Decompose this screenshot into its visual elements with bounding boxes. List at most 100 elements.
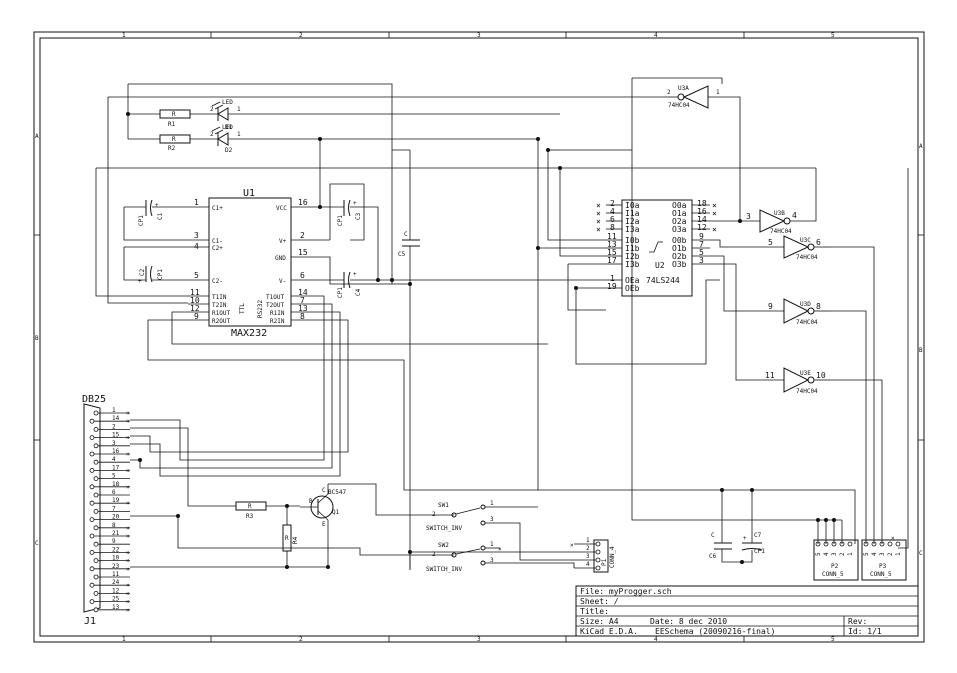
- connector-ref: P3: [879, 563, 887, 570]
- db25-pin: [93, 459, 99, 465]
- u1-pin-num: 12: [190, 304, 200, 313]
- title-sheet: Sheet: /: [580, 597, 619, 606]
- db25-pin-number: 22: [112, 546, 120, 553]
- inverter-value: 74HC04: [668, 102, 690, 109]
- led-ref: D1: [225, 124, 233, 131]
- inverter-out-pin: 8: [816, 302, 821, 311]
- inverter-out-pin: 10: [816, 371, 826, 380]
- resistor-r1[interactable]: R R1: [159, 109, 191, 128]
- db25-pin: [93, 426, 99, 432]
- connector-pin: 3: [879, 552, 886, 556]
- no-connect-mark: ×: [126, 467, 130, 474]
- u1-pin-name: R2IN: [270, 318, 285, 325]
- no-connect-mark: ×: [712, 201, 717, 210]
- inverter-u3b[interactable]: U3B 74HC04 3 4: [740, 209, 808, 235]
- resistor-r4[interactable]: R R4: [282, 524, 299, 552]
- inverter-u3d[interactable]: U3D 74HC04 9 8: [740, 298, 830, 326]
- u1-pin-name: V+: [279, 238, 287, 245]
- u2-pin-num: 2: [610, 199, 615, 208]
- frame-col-4-top: 4: [654, 32, 658, 39]
- connector-p3[interactable]: 5 4 3 2 1 P3 CONN_5 ×: [861, 535, 907, 581]
- connector-db25[interactable]: DB25 J1 1×14×215×316×417×518×619×7208×21…: [82, 394, 130, 627]
- resistor-r2[interactable]: R R2: [159, 134, 191, 152]
- db25-pin-number: 2: [112, 423, 116, 430]
- connector-pin: 3: [586, 553, 590, 560]
- connector-ref: P1: [601, 558, 608, 566]
- connector-pin: 3: [831, 552, 838, 556]
- capacitor-plus: +: [353, 271, 357, 278]
- inverter-u3c[interactable]: U3C 74HC04 5 6: [740, 235, 830, 261]
- switch-sw1[interactable]: SW1 SWITCH_INV 2 1 3: [426, 500, 505, 532]
- inverter-u3a[interactable]: U3A 74HC04 1 2: [665, 85, 728, 109]
- transistor-q1[interactable]: BC547 Q1 B C E: [300, 484, 346, 530]
- db25-pin: [89, 467, 95, 473]
- no-connect-mark: ×: [126, 525, 130, 532]
- resistor-value: R: [172, 111, 176, 118]
- resistor-ref: R2: [168, 145, 176, 152]
- connector-value: CONN_4: [609, 546, 616, 568]
- capacitor-c2[interactable]: + C2 CP1: [138, 265, 164, 285]
- connector-ref: P2: [831, 563, 839, 570]
- capacitor-plus: +: [743, 535, 747, 542]
- capacitor-c7[interactable]: + C7 CP1: [741, 532, 765, 555]
- u1-pin-name: R1IN: [270, 310, 285, 317]
- u2-pin-num: 9: [699, 232, 704, 241]
- capacitor-c4[interactable]: + C4 CP1: [337, 271, 362, 298]
- capacitor-ref: C5: [398, 251, 406, 258]
- db25-pins: 1×14×215×316×417×518×619×7208×21×922×10×…: [89, 407, 130, 614]
- u2-value: 74LS244: [646, 276, 680, 285]
- inverter-value: 74HC04: [796, 254, 818, 261]
- u1-ref: U1: [243, 188, 255, 199]
- capacitor-plus: +: [353, 200, 357, 207]
- u1-pin-num: 14: [298, 288, 308, 297]
- resistor-r3[interactable]: R R3: [235, 501, 267, 520]
- resistor-value: R: [285, 535, 289, 542]
- capacitor-c3[interactable]: + C3 CP1: [337, 199, 362, 226]
- connector-pin: 4: [823, 552, 830, 556]
- db25-pin: [93, 410, 99, 416]
- u2-74ls244[interactable]: U2 74LS244 2 I0a 4 I1a 6 I2a 8 I3a 11 I0…: [596, 199, 717, 297]
- db25-pin: [89, 582, 95, 588]
- transistor-ref: Q1: [332, 509, 340, 516]
- switch-sw2[interactable]: × SW2 SWITCH_INV 2 1 3: [426, 541, 505, 573]
- capacitor-c1[interactable]: + C1 CP1: [138, 199, 164, 226]
- no-connect-mark: ×: [126, 451, 130, 458]
- capacitor-c6[interactable]: C6 C: [709, 532, 732, 560]
- capacitor-ref: C3: [355, 212, 362, 220]
- db25-ref: J1: [84, 616, 96, 627]
- db25-pin-number: 25: [112, 596, 120, 603]
- capacitor-plus: +: [138, 278, 142, 285]
- u1-pin-name: C2+: [212, 245, 223, 252]
- u1-pin-num: 3: [194, 231, 199, 240]
- no-connect-mark: ×: [126, 418, 130, 425]
- inverter-value: 74HC04: [796, 319, 818, 326]
- capacitor-value: C: [711, 532, 715, 539]
- u2-pin-num: 4: [610, 207, 615, 216]
- u1-max232[interactable]: U1 MAX232 1 C1+ 3 C1- 4 C2+ 5 C2- 11 T1I…: [188, 188, 312, 339]
- inverter-u3e[interactable]: U3E 74HC04 11 10: [740, 367, 830, 395]
- no-connect-mark: ×: [596, 225, 601, 234]
- capacitor-c5[interactable]: C5 C: [398, 231, 420, 258]
- frame-col-4-bottom: 4: [654, 636, 658, 643]
- connector-value: CONN_5: [870, 571, 892, 578]
- resistor-ref: R3: [246, 513, 254, 520]
- db25-pin-number: 19: [112, 497, 120, 504]
- no-connect-mark: ×: [126, 582, 130, 589]
- no-connect-mark: ×: [596, 201, 601, 210]
- u1-pin-num: 2: [300, 231, 305, 240]
- connector-p1[interactable]: 1 2 3 4 × P1 CONN_4: [570, 537, 616, 573]
- u2-pin-num: 5: [699, 248, 704, 257]
- u2-pin-name: O3b: [672, 260, 687, 269]
- u2-pin-num: 14: [697, 215, 707, 224]
- u2-pin-name: O0b: [672, 236, 687, 245]
- title-date: Date: 8 dec 2010: [650, 617, 727, 626]
- transistor-emitter: E: [322, 521, 326, 528]
- u2-ref: U2: [655, 261, 665, 270]
- no-connect-mark: ×: [712, 209, 717, 218]
- connector-pin: 2: [586, 545, 590, 552]
- resistor-value: R: [172, 136, 176, 143]
- connector-p2[interactable]: 5 4 3 2 1 P2 CONN_5: [813, 539, 859, 581]
- u2-pin-name: O1a: [672, 209, 687, 218]
- switch-pin: 1: [490, 500, 494, 507]
- switch-pin: 2: [432, 511, 436, 518]
